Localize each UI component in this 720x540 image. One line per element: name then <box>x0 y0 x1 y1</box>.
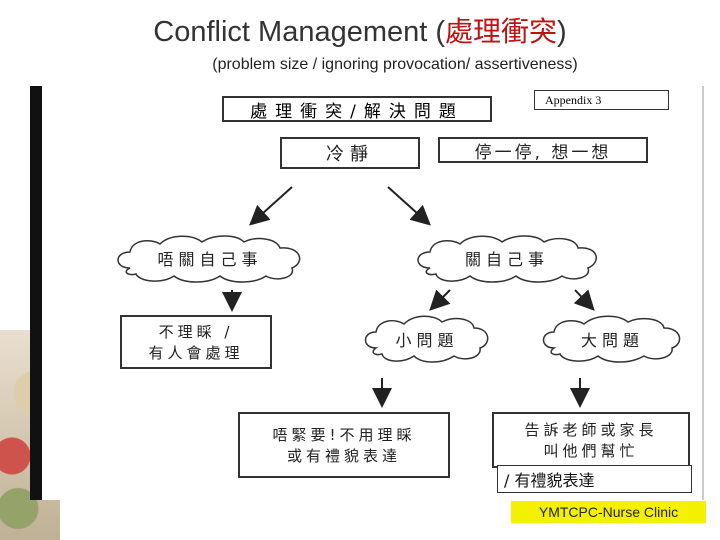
title-close-paren: ) <box>557 16 567 48</box>
small-action-line-2: 或有禮貌表達 <box>286 447 401 465</box>
cloud-shape <box>417 235 598 283</box>
slide-title: Conflict Management (處理衝突) <box>0 10 720 50</box>
small-action-line-1: 唔緊要!不用理睬 <box>272 426 416 444</box>
flowchart-header: 處理衝突/解決問題 <box>222 96 492 122</box>
my-business-label: 關自己事 <box>464 250 549 269</box>
big-problem-cloud: 大問題 <box>540 314 685 364</box>
arrow-to-my-business <box>387 186 431 226</box>
cloud-shape <box>542 315 681 363</box>
big-problem-label: 大問題 <box>580 331 644 350</box>
credit-label: YMTCPC-Nurse Clinic <box>511 501 706 523</box>
small-problem-cloud: 小問題 <box>362 314 492 364</box>
arrow-to-not-my-business <box>249 186 293 226</box>
cloud-shape <box>364 315 489 363</box>
big-action-line-1: 告訴老師或家長 <box>524 421 658 439</box>
slide-subtitle: (problem size / ignoring provocation/ as… <box>212 56 578 73</box>
title-english: Conflict Management ( <box>153 16 446 48</box>
ignore-line-2: 有人會處理 <box>148 344 244 362</box>
arrow-to-big-problem <box>573 289 595 311</box>
stop-think-box: 停一停, 想一想 <box>438 137 648 163</box>
polite-expression-note: / 有禮貌表達 <box>497 465 692 493</box>
ignore-line-1: 不理睬 / <box>158 323 234 341</box>
not-my-business-label: 唔關自己事 <box>157 250 263 269</box>
appendix-label: Appendix 3 <box>534 90 669 110</box>
ignore-box: 不理睬 / 有人會處理 <box>120 315 272 369</box>
small-problem-label: 小問題 <box>395 331 459 350</box>
calm-box: 冷靜 <box>280 137 420 169</box>
cloud-shape <box>117 235 301 283</box>
arrow-to-small-problem <box>429 289 451 311</box>
title-chinese: 處理衝突 <box>445 15 558 48</box>
big-action-line-2: 叫他們幫忙 <box>543 442 639 460</box>
big-problem-action-box: 告訴老師或家長 叫他們幫忙 <box>492 412 690 468</box>
not-my-business-cloud: 唔關自己事 <box>110 232 310 284</box>
my-business-cloud: 關自己事 <box>412 232 602 284</box>
small-problem-action-box: 唔緊要!不用理睬 或有禮貌表達 <box>238 412 450 478</box>
